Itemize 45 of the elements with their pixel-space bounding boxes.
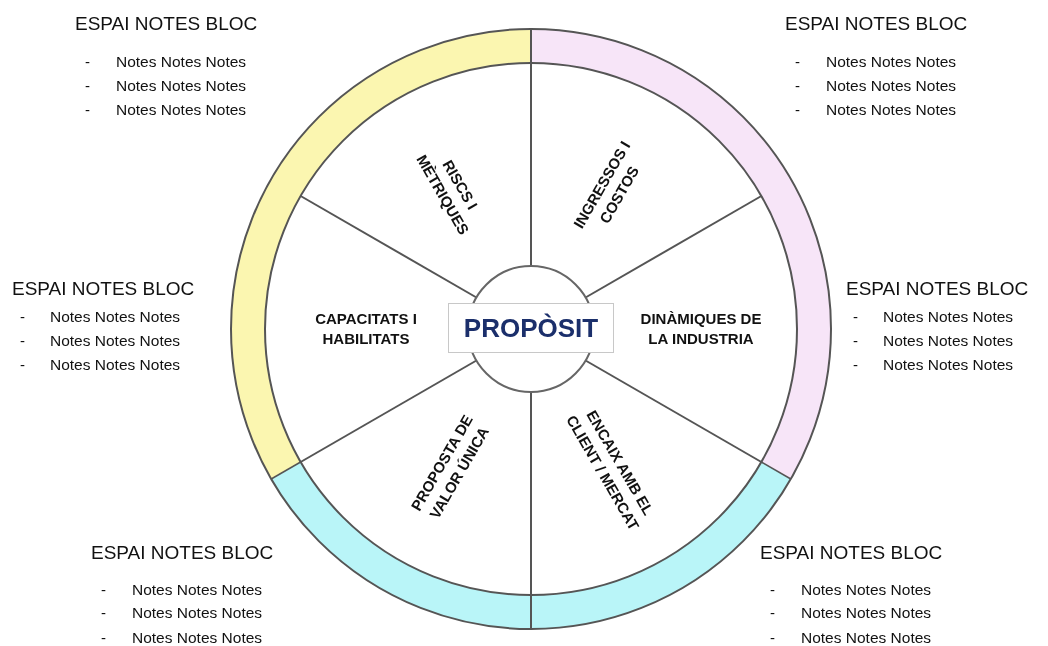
bullet-dash: -	[853, 332, 858, 350]
bullet-dash: -	[20, 356, 25, 374]
purpose-box: PROPÒSIT	[448, 303, 614, 353]
bullet-dash: -	[770, 629, 775, 646]
notes-heading: ESPAI NOTES BLOC	[760, 541, 943, 565]
note-line: Notes Notes Notes	[50, 307, 181, 327]
bullet-dash: -	[795, 77, 800, 95]
bullet-dash: -	[101, 604, 106, 622]
note-line: Notes Notes Notes	[116, 52, 247, 72]
note-line: Notes Notes Notes	[116, 76, 247, 96]
bullet-dash: -	[770, 581, 775, 599]
bullet-dash: -	[85, 53, 90, 71]
bullet-dash: -	[85, 101, 90, 119]
note-line: Notes Notes Notes	[50, 355, 181, 375]
note-line: Notes Notes Notes	[50, 331, 181, 351]
bullet-dash: -	[853, 308, 858, 326]
note-line: Notes Notes Notes	[116, 100, 247, 120]
sector-label: CAPACITATS I HABILITATS	[291, 308, 441, 350]
note-line: Notes Notes Notes	[883, 307, 1014, 327]
bullet-dash: -	[85, 77, 90, 95]
bullet-dash: -	[101, 581, 106, 599]
bullet-dash: -	[853, 356, 858, 374]
note-line: Notes Notes Notes	[801, 603, 932, 623]
bullet-dash: -	[770, 604, 775, 622]
notes-heading: ESPAI NOTES BLOC	[12, 277, 195, 301]
note-line: Notes Notes Notes	[826, 100, 957, 120]
note-line: Notes Notes Notes	[132, 603, 263, 623]
bullet-dash: -	[101, 629, 106, 646]
bullet-dash: -	[20, 308, 25, 326]
note-line: Notes Notes Notes	[801, 580, 932, 600]
note-line: Notes Notes Notes	[801, 628, 932, 646]
sector-label: DINÀMIQUES DE LA INDUSTRIA	[628, 308, 774, 350]
bullet-dash: -	[795, 53, 800, 71]
note-line: Notes Notes Notes	[826, 52, 957, 72]
bullet-dash: -	[795, 101, 800, 119]
notes-heading: ESPAI NOTES BLOC	[75, 12, 258, 36]
note-line: Notes Notes Notes	[883, 331, 1014, 351]
note-line: Notes Notes Notes	[883, 355, 1014, 375]
note-line: Notes Notes Notes	[826, 76, 957, 96]
notes-heading: ESPAI NOTES BLOC	[91, 541, 274, 565]
note-line: Notes Notes Notes	[132, 628, 263, 646]
notes-heading: ESPAI NOTES BLOC	[785, 12, 968, 36]
bullet-dash: -	[20, 332, 25, 350]
notes-heading: ESPAI NOTES BLOC	[846, 277, 1029, 301]
note-line: Notes Notes Notes	[132, 580, 263, 600]
